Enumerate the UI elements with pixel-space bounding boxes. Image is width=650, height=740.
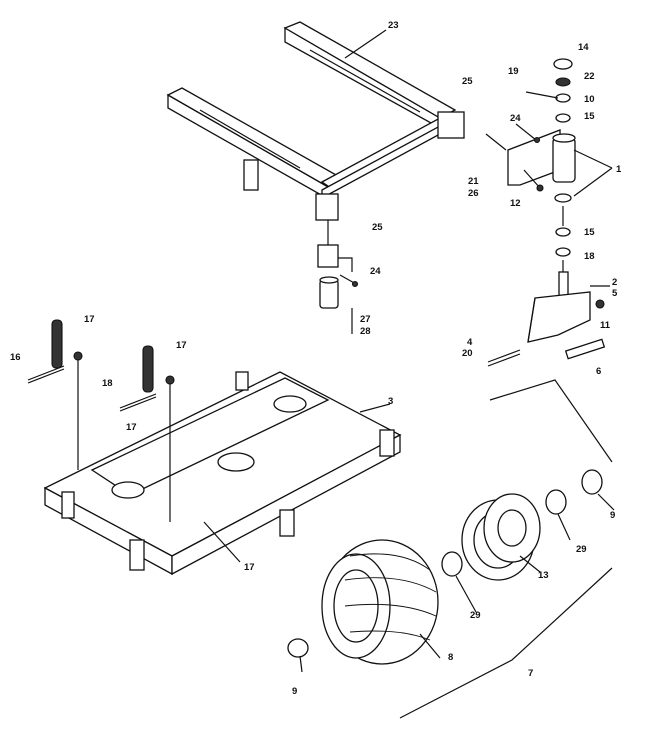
callout-17-d: 17 <box>244 562 255 573</box>
frame-assembly <box>166 21 465 221</box>
callout-labels: 1 2 3 4 5 6 7 8 9 9 10 11 12 13 14 15 15… <box>10 20 622 697</box>
callout-4: 4 <box>467 337 473 348</box>
callout-20: 20 <box>462 348 473 359</box>
caster-arm <box>485 123 576 192</box>
callout-17-c: 17 <box>126 422 137 433</box>
callout-15-lower: 15 <box>584 227 595 238</box>
callout-29-right: 29 <box>576 544 587 555</box>
callout-1: 1 <box>616 164 622 175</box>
deck-rollers <box>27 319 175 522</box>
callout-3: 3 <box>388 396 393 407</box>
callout-14: 14 <box>578 42 589 53</box>
callout-10: 10 <box>584 94 595 105</box>
callout-16: 16 <box>10 352 21 363</box>
callout-17-b: 17 <box>176 340 187 351</box>
callout-11: 11 <box>600 320 611 331</box>
callout-9-left: 9 <box>292 686 297 697</box>
callout-18-washer: 18 <box>584 251 595 262</box>
callout-24-upper: 24 <box>510 113 521 124</box>
callout-27: 27 <box>360 314 371 325</box>
mower-deck <box>43 371 402 576</box>
washer-stack <box>525 58 573 278</box>
wheel-assembly <box>287 379 613 719</box>
callout-21: 21 <box>468 176 479 187</box>
leader-lines <box>203 29 615 673</box>
callout-26: 26 <box>468 188 479 199</box>
callout-25-upper: 25 <box>462 76 473 87</box>
callout-19: 19 <box>508 66 519 77</box>
caster-pivot <box>317 220 359 334</box>
caster-fork <box>487 271 606 367</box>
callout-5: 5 <box>612 288 618 299</box>
callout-9-right: 9 <box>610 510 615 521</box>
callout-13: 13 <box>538 570 549 581</box>
callout-8: 8 <box>448 652 453 663</box>
callout-24-lower: 24 <box>370 266 381 277</box>
callout-7: 7 <box>528 668 533 679</box>
callout-25-lower: 25 <box>372 222 383 233</box>
callout-6: 6 <box>596 366 601 377</box>
callout-17-a: 17 <box>84 314 95 325</box>
callout-22: 22 <box>584 71 595 82</box>
callout-29-left: 29 <box>470 610 481 621</box>
callout-23: 23 <box>388 20 399 31</box>
callout-15-upper: 15 <box>584 111 595 122</box>
callout-18-roller: 18 <box>102 378 113 389</box>
callout-12: 12 <box>510 198 521 209</box>
callout-28: 28 <box>360 326 371 337</box>
callout-2: 2 <box>612 277 617 288</box>
